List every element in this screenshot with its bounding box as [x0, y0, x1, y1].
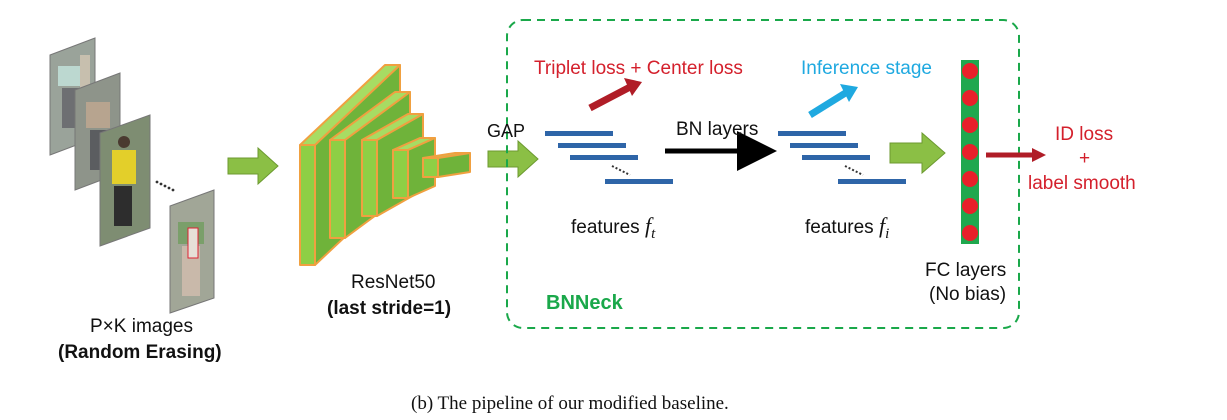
train-loss-arrow [588, 78, 642, 112]
inference-label: Inference stage [801, 58, 932, 79]
resnet-blocks [299, 64, 471, 266]
features-fi-label: features fi [805, 213, 889, 243]
ft-subscript: t [651, 225, 656, 242]
resnet-name: ResNet50 [351, 272, 436, 293]
features-fi-word: features [805, 217, 874, 238]
resnet-detail: (last stride=1) [327, 298, 452, 319]
fi-subscript: i [885, 225, 890, 242]
bnneck-box [506, 19, 1020, 329]
bnneck-title: BNNeck [546, 292, 623, 314]
fc-layer-column [961, 60, 979, 244]
features-ft-label: features ft [571, 213, 655, 243]
features-ft-bars [545, 131, 673, 184]
images-label-line1: P×K images [90, 316, 193, 337]
arrow-features-to-fc [889, 131, 946, 175]
id-loss-label: ID loss [1055, 124, 1114, 145]
arrow-images-to-resnet [227, 146, 279, 186]
ellipsis-dots [155, 180, 175, 192]
fi-symbol: f [878, 213, 886, 238]
bn-layers-label: BN layers [676, 119, 759, 140]
fc-label-line2: (No bias) [929, 284, 1007, 305]
inference-arrow [808, 84, 858, 118]
label-smooth-label: label smooth [1028, 173, 1136, 194]
person-image-4 [169, 189, 215, 314]
gap-label: GAP [487, 121, 526, 141]
id-loss-arrow [986, 148, 1046, 162]
features-ft-word: features [571, 217, 640, 238]
figure-caption: (b) The pipeline of our modified baselin… [411, 393, 729, 414]
person-image-3 [99, 114, 151, 247]
images-label-line2: (Random Erasing) [58, 342, 222, 363]
features-fi-bars [778, 131, 906, 184]
ft-symbol: f [644, 213, 652, 238]
loss-plus-label: + [1079, 148, 1091, 169]
fc-label-line1: FC layers [925, 260, 1007, 281]
input-image-stack [49, 37, 215, 314]
train-loss-label: Triplet loss + Center loss [534, 58, 743, 79]
arrow-resnet-to-gap [487, 139, 539, 179]
